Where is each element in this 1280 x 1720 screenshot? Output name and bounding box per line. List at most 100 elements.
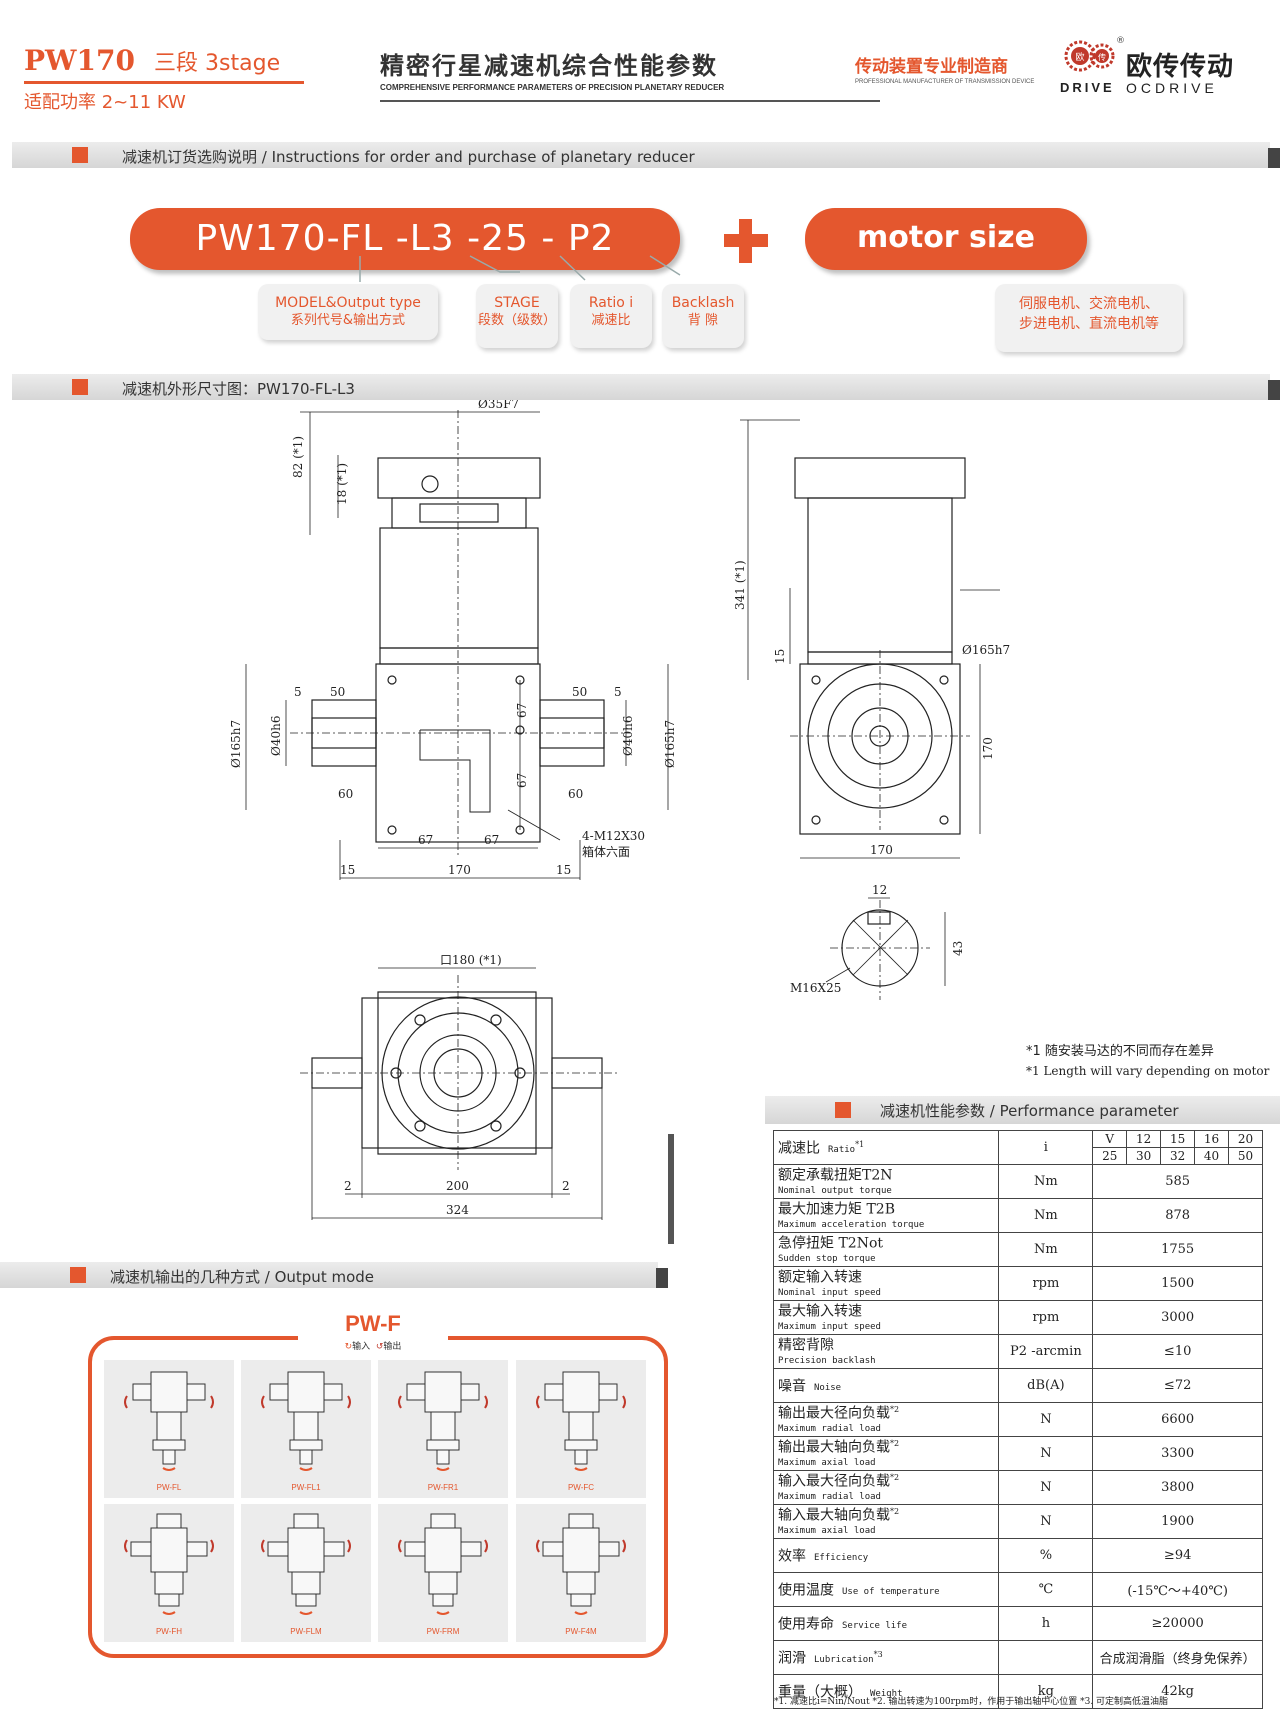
dim-50-left: 50: [330, 685, 345, 699]
output-mode-legend: ↻输入 ↺输出: [344, 1342, 402, 1352]
dim-d165-side: Ø165h7: [962, 643, 1010, 657]
param-value: 6600: [1092, 1402, 1263, 1437]
dim-43: 43: [951, 941, 965, 956]
manufacturer-title: 传动装置专业制造商: [855, 57, 1008, 77]
param-unit: [998, 1640, 1094, 1675]
output-mode-label: PW-FR1: [427, 1483, 459, 1492]
motor-body: [379, 527, 539, 649]
label-motor-types: 伺服电机、交流电机、 步进电机、直流电机等: [995, 284, 1183, 352]
dim-67-v1: 67: [515, 703, 529, 718]
note-length-cn: *1 随安装马达的不同而存在差异: [1026, 1044, 1214, 1059]
dim-square-180: 口180 (*1): [440, 953, 502, 967]
param-unit: Nm: [998, 1232, 1094, 1267]
param-value: 1500: [1092, 1266, 1263, 1301]
param-unit: Nm: [998, 1164, 1094, 1199]
dim-bolt-note: 箱体六面: [582, 844, 630, 859]
logo-seal-char-2: 传: [1098, 52, 1106, 62]
output-mode-item: PW-FC: [516, 1360, 646, 1498]
param-unit: %: [998, 1538, 1094, 1573]
param-unit: kg: [998, 1674, 1094, 1709]
param-unit: N: [998, 1402, 1094, 1437]
model-name: PW170: [24, 44, 135, 77]
manufacturer-subtitle: PROFESSIONAL MANUFACTURER OF TRANSMISSIO…: [855, 79, 1035, 85]
logo-chinese-name: 欧传传动: [1126, 52, 1235, 82]
param-value: ≤72: [1092, 1368, 1263, 1403]
flange-top: [377, 457, 541, 499]
reducer-diagram-icon: [536, 1371, 626, 1471]
company-logo: 欧 传 ® 欧传传动 DRIVE OCDRIVE: [1060, 36, 1260, 96]
section-marker: [72, 379, 88, 395]
param-unit: h: [998, 1606, 1094, 1641]
label-backlash: Backlash 背 隙: [662, 284, 744, 348]
param-unit: Nm: [998, 1198, 1094, 1233]
logo-seal-char-1: 欧: [1075, 51, 1084, 63]
order-connector-lines: [359, 255, 681, 282]
output-mode-item: PW-FRM: [378, 1504, 508, 1642]
section-performance-title: 减速机性能参数 / Performance parameter: [880, 1102, 1179, 1120]
reducer-diagram-icon: [261, 1371, 351, 1471]
param-value: 合成润滑脂（终身免保养）: [1092, 1640, 1263, 1675]
manufacturer-block: 传动装置专业制造商 PROFESSIONAL MANUFACTURER OF T…: [855, 52, 1045, 85]
page-subtitle: COMPREHENSIVE PERFORMANCE PARAMETERS OF …: [380, 83, 725, 92]
param-unit: rpm: [998, 1300, 1094, 1335]
output-mode-label: PW-F4M: [565, 1627, 597, 1636]
page-title: 精密行星减速机综合性能参数: [380, 52, 718, 80]
output-mode-label: PW-FRM: [426, 1627, 460, 1636]
reducer-diagram-icon: [536, 1513, 626, 1615]
output-mode-label: PW-FLM: [290, 1627, 322, 1636]
section-marker: [72, 147, 88, 163]
label-model-output: MODEL&Output type 系列代号&输出方式: [258, 284, 438, 340]
dim-60-left: 60: [338, 787, 353, 801]
output-mode-item: PW-FLM: [241, 1504, 371, 1642]
dim-5-right: 5: [614, 685, 622, 699]
dim-341: 341 (*1): [733, 560, 747, 610]
output-arrow-icon: ↺: [375, 1342, 384, 1352]
dim-5-left: 5: [294, 685, 302, 699]
param-unit: N: [998, 1436, 1094, 1471]
dim-67-h1: 67: [418, 833, 433, 847]
header-divider: [380, 100, 880, 102]
param-value: 3000: [1092, 1300, 1263, 1335]
section-marker: [70, 1267, 86, 1283]
gear-logo-icon: 欧 传: [1064, 40, 1115, 72]
param-value: ≥20000: [1092, 1606, 1263, 1641]
output-mode-item: PW-FR1: [378, 1360, 508, 1498]
dim-50-right: 50: [572, 685, 587, 699]
dim-d40-left: Ø40h6: [269, 716, 283, 756]
dim-12: 12: [872, 883, 887, 897]
header-title-block: 精密行星减速机综合性能参数 COMPREHENSIVE PERFORMANCE …: [380, 46, 800, 92]
param-unit: rpm: [998, 1266, 1094, 1301]
plus-icon: [724, 219, 768, 263]
section-order-title: 减速机订货选购说明 / Instructions for order and p…: [122, 148, 695, 166]
motor-size-pill: motor size: [805, 208, 1087, 270]
dim-d40-right: Ø40h6: [621, 716, 635, 756]
output-mode-label: PW-FL: [156, 1483, 182, 1492]
reducer-diagram-icon: [124, 1513, 214, 1615]
output-mode-item: PW-FL: [104, 1360, 234, 1498]
output-mode-label: PW-FH: [155, 1627, 183, 1636]
input-arrow-icon: ↻: [344, 1342, 353, 1352]
